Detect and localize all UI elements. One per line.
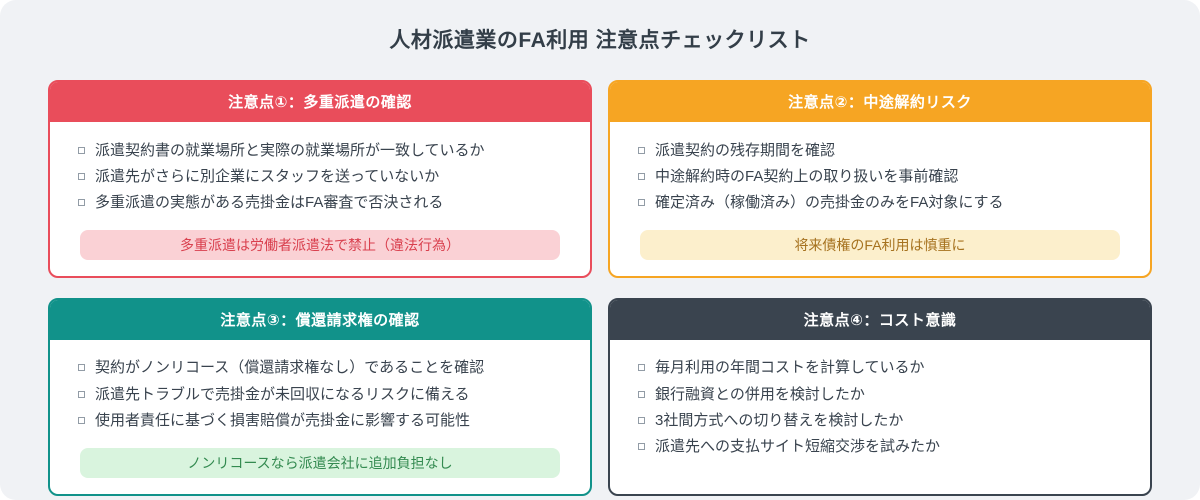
check-item-label: 毎月利用の年間コストを計算しているか: [655, 359, 925, 377]
card-body: 派遣契約書の就業場所と実際の就業場所が一致しているか 派遣先がさらに別企業にスタ…: [50, 122, 590, 222]
note-badge: 将来債権のFA利用は慎重に: [640, 229, 1120, 260]
check-item: 派遣先がさらに別企業にスタッフを送っていないか: [78, 163, 562, 189]
check-item-label: 派遣先トラブルで売掛金が未回収になるリスクに備える: [95, 385, 470, 403]
check-item: 中途解約時のFA契約上の取り扱いを事前確認: [638, 163, 1122, 189]
checkbox-square-icon: [638, 199, 645, 207]
note-badge: 多重派遣は労働者派遣法で禁止（違法行為）: [80, 229, 560, 260]
check-item: 契約がノンリコース（償還請求権なし）であることを確認: [78, 355, 562, 381]
check-item: 派遣先トラブルで売掛金が未回収になるリスクに備える: [78, 381, 562, 407]
card-header: 注意点①：多重派遣の確認: [50, 82, 590, 122]
checkbox-square-icon: [78, 364, 85, 372]
check-item: 銀行融資との併用を検討したか: [638, 381, 1122, 407]
check-item-label: 契約がノンリコース（償還請求権なし）であることを確認: [95, 359, 485, 377]
checkbox-square-icon: [638, 172, 645, 180]
check-item: 使用者責任に基づく損害賠償が売掛金に影響する可能性: [78, 407, 562, 433]
checkbox-square-icon: [78, 390, 85, 398]
card-mid-cancel-risk: 注意点②：中途解約リスク 派遣契約の残存期間を確認 中途解約時のFA契約上の取り…: [608, 80, 1152, 278]
checkbox-square-icon: [638, 443, 645, 451]
card-body: 派遣契約の残存期間を確認 中途解約時のFA契約上の取り扱いを事前確認 確定済み（…: [610, 122, 1150, 222]
checkbox-square-icon: [78, 416, 85, 424]
checkbox-square-icon: [638, 416, 645, 424]
check-item-label: 派遣先への支払サイト短縮交渉を試みたか: [655, 438, 941, 456]
check-item-label: 3社間方式への切り替えを検討したか: [655, 411, 904, 429]
check-item-label: 派遣先がさらに別企業にスタッフを送っていないか: [95, 167, 440, 185]
card-recourse-check: 注意点③：償還請求権の確認 契約がノンリコース（償還請求権なし）であることを確認…: [48, 297, 592, 496]
note-badge: ノンリコースなら派遣会社に追加負担なし: [80, 447, 560, 478]
card-multiple-dispatch: 注意点①：多重派遣の確認 派遣契約書の就業場所と実際の就業場所が一致しているか …: [48, 80, 592, 278]
check-item-label: 派遣契約書の就業場所と実際の就業場所が一致しているか: [95, 141, 485, 159]
check-item-label: 確定済み（稼働済み）の売掛金のみをFA対象にする: [655, 194, 1004, 211]
checkbox-square-icon: [638, 146, 645, 154]
check-item-label: 派遣契約の残存期間を確認: [655, 141, 836, 159]
checkbox-square-icon: [78, 172, 85, 180]
card-header: 注意点③：償還請求権の確認: [50, 299, 590, 340]
card-body: 毎月利用の年間コストを計算しているか 銀行融資との併用を検討したか 3社間方式へ…: [610, 340, 1150, 494]
card-grid: 注意点①：多重派遣の確認 派遣契約書の就業場所と実際の就業場所が一致しているか …: [48, 80, 1152, 496]
check-item-label: 使用者責任に基づく損害賠償が売掛金に影響する可能性: [95, 411, 471, 429]
check-item: 派遣契約書の就業場所と実際の就業場所が一致しているか: [78, 137, 562, 163]
card-header: 注意点②：中途解約リスク: [610, 82, 1150, 122]
card-header: 注意点④：コスト意識: [610, 299, 1150, 340]
check-item: 確定済み（稼働済み）の売掛金のみをFA対象にする: [638, 190, 1122, 216]
checkbox-square-icon: [638, 390, 645, 398]
page-title: 人材派遣業のFA利用 注意点チェックリスト: [389, 29, 811, 52]
check-item: 派遣先への支払サイト短縮交渉を試みたか: [638, 434, 1122, 460]
checkbox-square-icon: [638, 364, 645, 372]
checkbox-square-icon: [78, 146, 85, 154]
checkbox-square-icon: [78, 199, 85, 207]
check-item: 多重派遣の実態がある売掛金はFA審査で否決される: [78, 190, 562, 216]
check-item: 毎月利用の年間コストを計算しているか: [638, 355, 1122, 381]
card-cost-awareness: 注意点④：コスト意識 毎月利用の年間コストを計算しているか 銀行融資との併用を検…: [608, 297, 1152, 496]
check-item-label: 多重派遣の実態がある売掛金はFA審査で否決される: [95, 194, 444, 211]
check-item-label: 中途解約時のFA契約上の取り扱いを事前確認: [655, 167, 959, 185]
check-item: 派遣契約の残存期間を確認: [638, 137, 1122, 163]
card-body: 契約がノンリコース（償還請求権なし）であることを確認 派遣先トラブルで売掛金が未…: [50, 340, 590, 440]
check-item-label: 銀行融資との併用を検討したか: [655, 385, 865, 403]
check-item: 3社間方式への切り替えを検討したか: [638, 407, 1122, 433]
